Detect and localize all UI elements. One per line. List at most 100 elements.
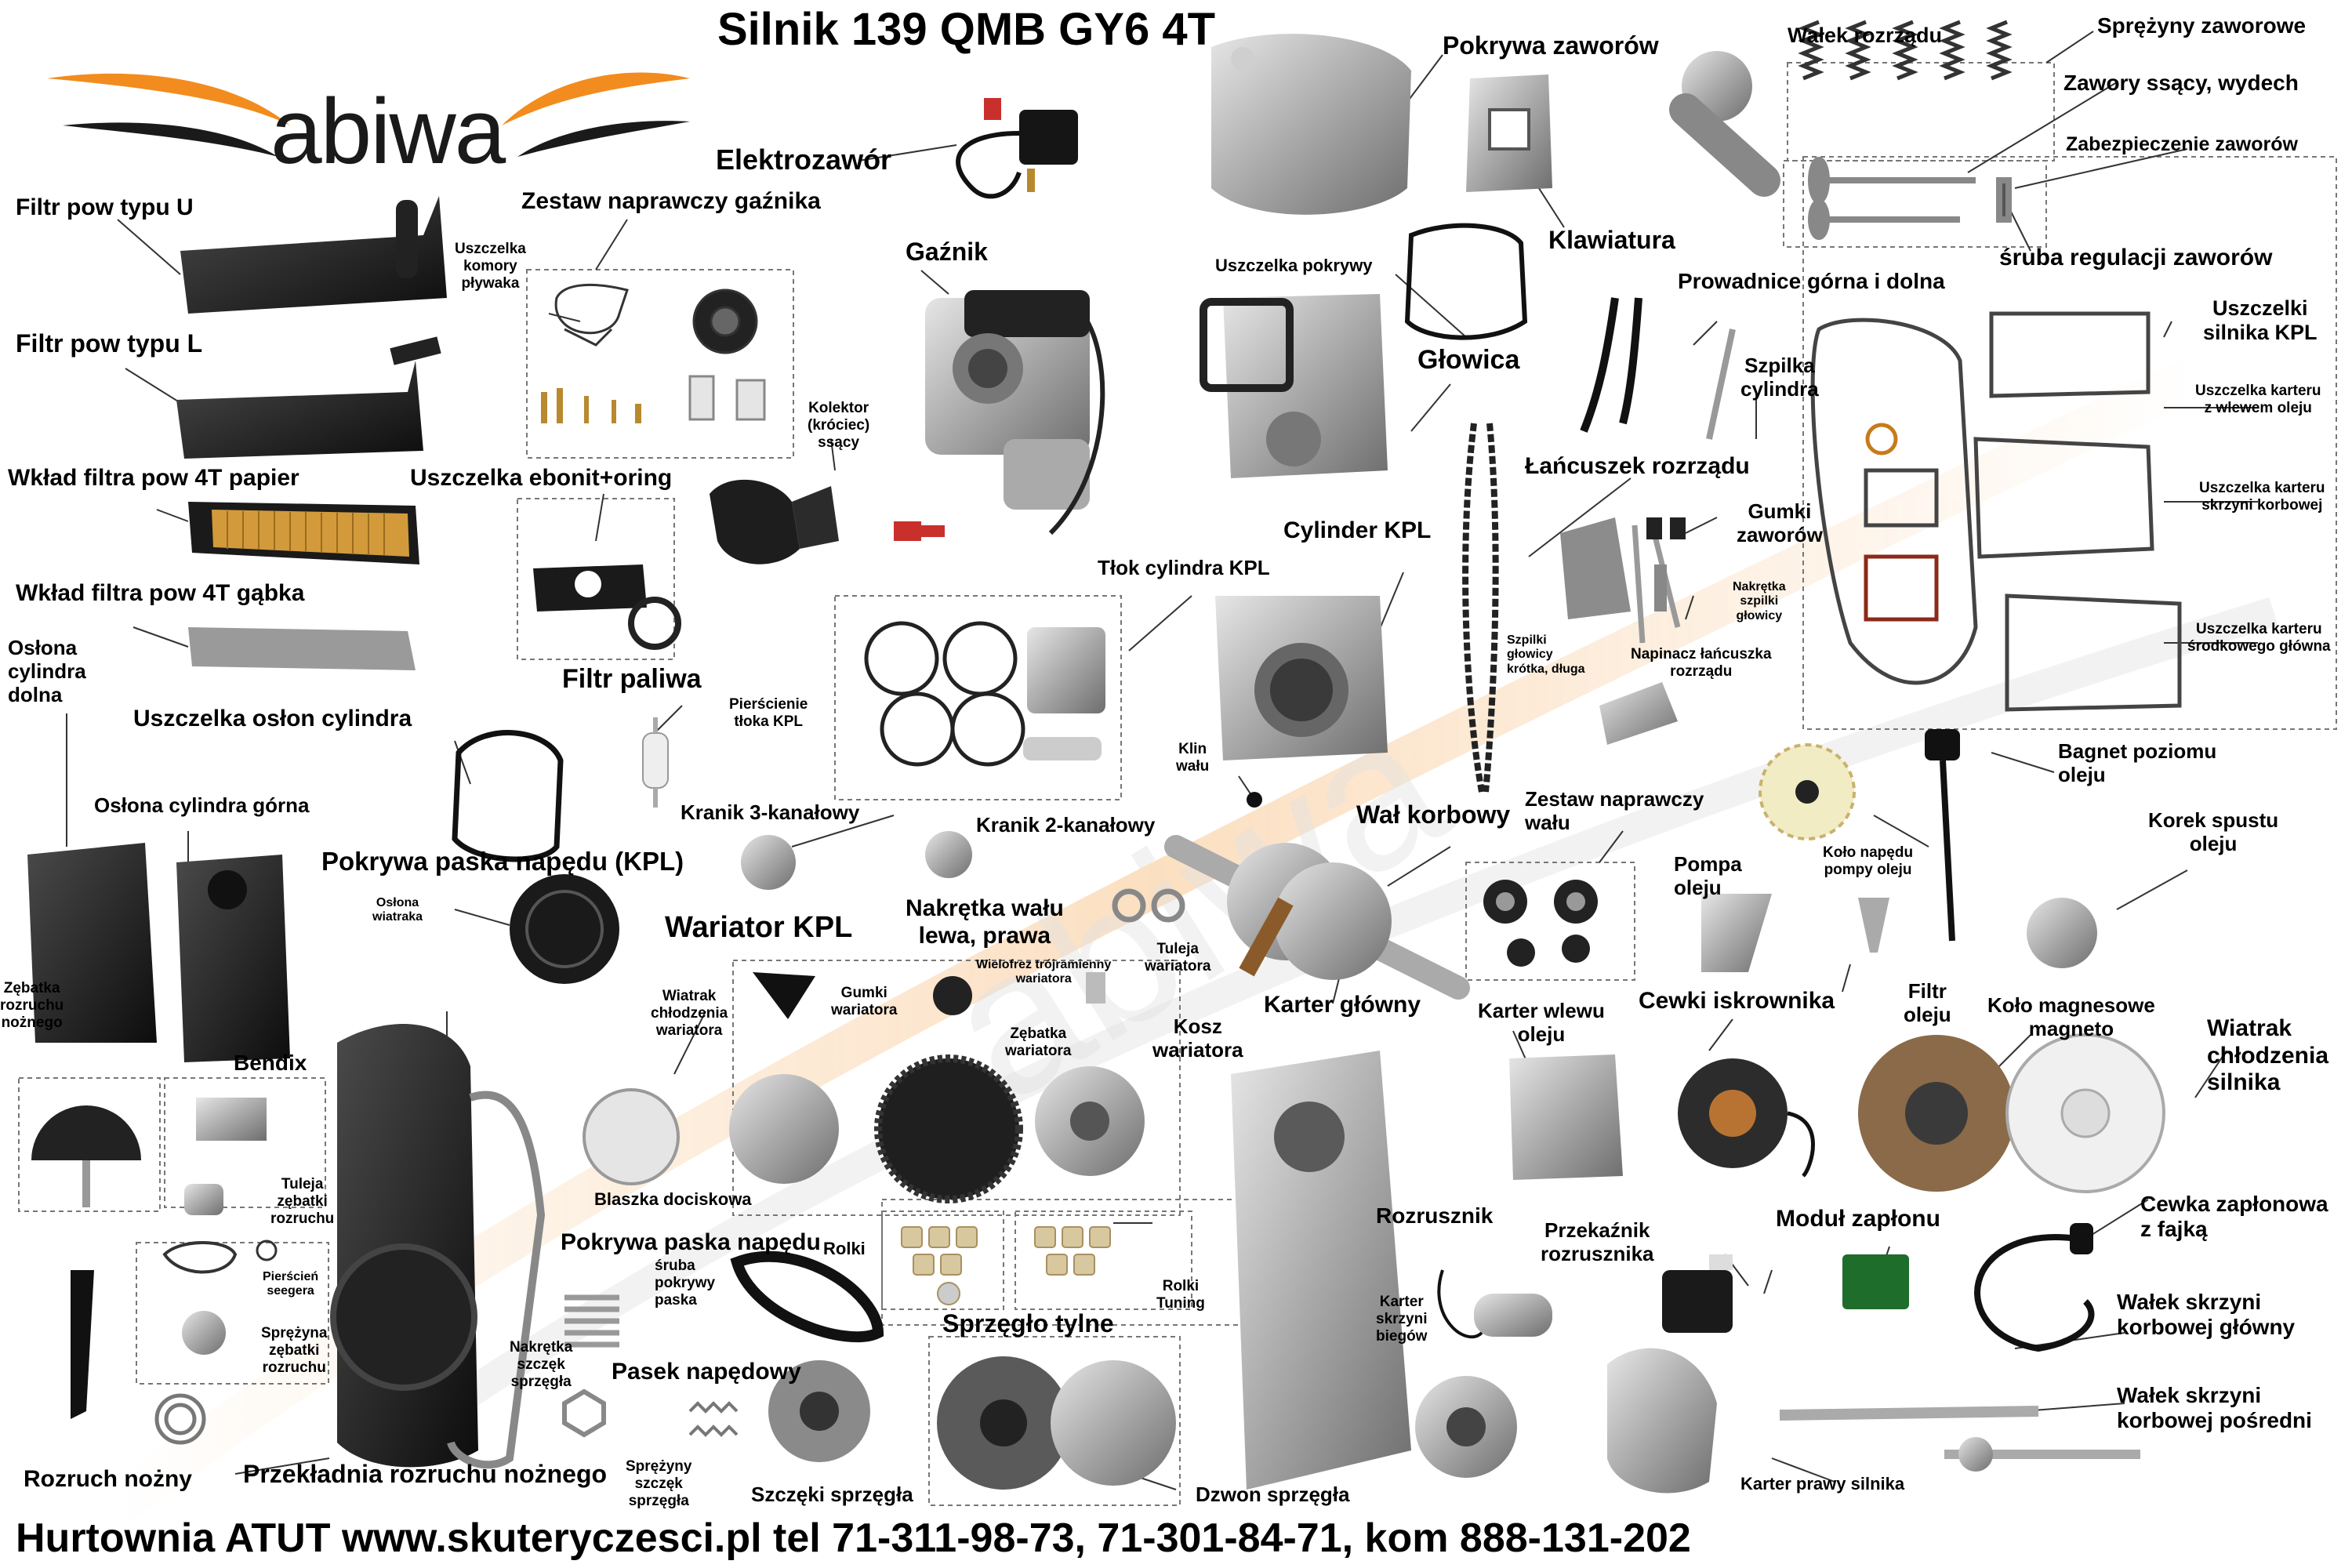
part-dipstick [1925,729,1960,942]
part-clutch-nut [562,1388,606,1438]
part-valve-seals [1646,517,1686,612]
label-napinacz: Napinacz łańcuszka rozrządu [1631,646,1772,680]
label-kolo-magnesowe: Koło magnesowe magneto [1987,993,2155,1040]
label-filtr-u: Filtr pow typu U [16,194,194,220]
label-walek-rozrzadu: Wałek rozrządu [1788,24,1943,47]
part-carb-gasket [533,564,681,650]
part-gearbox-housing [1415,1376,1517,1478]
logo-text: abiwa [270,80,506,183]
part-piston-rings [864,621,1025,767]
part-cylinder-shroud-lower [27,843,157,1043]
label-karter-skrzyni: Karter skrzyni biegów [1376,1294,1428,1345]
label-rozrusznik: Rozrusznik [1376,1203,1494,1228]
label-pierscien: Pierścień seegera [263,1270,319,1298]
label-szczeki: Szczęki sprzęgła [751,1483,913,1506]
part-camshaft [1669,51,1780,197]
label-przekaznik: Przekaźnik rozrusznika [1541,1218,1654,1265]
part-fuel-valve-3 [741,835,796,890]
label-filtr-paliwa: Filtr paliwa [562,664,702,694]
label-kosz: Kosz wariatora [1152,1014,1243,1062]
label-zestaw-walu: Zestaw naprawczy wału [1525,787,1704,834]
part-gearbox-counter-shaft [1944,1437,2140,1472]
part-filter-paper [188,502,419,564]
label-modul: Moduł zapłonu [1776,1206,1940,1232]
part-ignition-coil [1974,1223,2095,1352]
part-valve-cover-gasket [1404,223,1528,340]
label-prowadnice: Prowadnice górna i dolna [1678,269,1945,293]
label-uszczelka-skrzyni: Uszczelka karteru skrzyni korbowej [2199,480,2325,514]
part-drain-plug [2027,898,2097,968]
label-sruba-pokrywy: śruba pokrywy paska [655,1258,716,1308]
part-shaft-nut [1112,888,1185,923]
leader-lines [66,31,2258,1490]
part-electrovalve [956,98,1078,199]
part-rollers [901,1226,1111,1305]
label-lancuszek: Łańcuszek rozrządu [1525,453,1750,479]
label-filtr-l: Filtr pow typu L [16,329,203,358]
part-oil-fill-housing [1509,1054,1623,1180]
part-starter-bushing [184,1184,223,1215]
part-cover-bolts [564,1294,619,1348]
label-karter-wlewu: Karter wlewu oleju [1478,999,1605,1046]
label-klawiatura: Klawiatura [1548,226,1675,254]
label-zestaw-gaznika: Zestaw naprawczy gaźnika [521,188,821,214]
part-oil-pump [1701,894,1772,972]
label-bagnet: Bagnet poziomu oleju [2058,739,2217,786]
part-kick-gear [31,1105,141,1207]
part-crankshaft [1164,792,1470,1000]
label-sprzeglo: Sprzęgło tylne [942,1309,1114,1338]
part-valves [1808,157,2012,240]
label-zebatka-rozruchu: Zębatka rozruchu nożnego [0,980,64,1031]
label-rolki-tuning: Rolki Tuning [1156,1278,1205,1312]
label-szpilki-glowicy: Szpilki głowicy krótka, długa [1507,633,1585,676]
label-cewka-zaplonowa: Cewka zapłonowa z fajką [2140,1192,2328,1242]
label-uszczelka-komory: Uszczelka komory pływaka [455,241,526,292]
part-chain-tensioner [1599,682,1678,745]
label-oslona-dolna: Osłona cylindra dolna [8,636,86,706]
part-stator [1678,1058,1815,1178]
label-walek-posredni: Wałek skrzyni korbowej pośredni [2117,1383,2312,1433]
part-fuel-filter [642,717,669,808]
part-carb-repair-kit [541,284,766,423]
part-cylinder [1215,596,1388,760]
label-oslona-wiatraka: Osłona wiatraka [372,896,423,924]
part-oil-filter [1858,898,1889,953]
label-bendix: Bendix [234,1051,307,1075]
logo-swoosh [47,72,690,157]
label-kolo-pompy: Koło napędu pompy oleju [1823,844,1914,878]
part-cover-gasket [447,1091,546,1469]
label-glowica: Głowica [1417,345,1520,375]
label-nakretka-walu: Nakrętka wału lewa, prawa [906,895,1064,949]
part-variator-kit [583,972,1145,1203]
label-zawory: Zawory ssący, wydech [2063,71,2299,95]
part-engine-gaskets [1810,311,2182,712]
label-nakretka-szpilki: Nakrętka szpilki głowicy [1733,580,1786,622]
label-cewki: Cewki iskrownika [1639,988,1835,1014]
part-kick-gear-assembly [162,1240,278,1355]
part-fan-cover [510,874,619,984]
part-cylinder-shroud-upper [176,855,290,1062]
label-kranik2: Kranik 2-kanałowy [976,813,1156,837]
part-starter-motor [1437,1269,1552,1339]
label-karter-prawy: Karter prawy silnika [1740,1474,1905,1494]
label-sprezyny-szczek: Sprężyny szczęk sprzęgła [626,1458,692,1509]
part-engine-fan [2005,1033,2165,1193]
part-rocker [1466,74,1552,192]
part-cylinder-stud [1706,328,1736,440]
part-drive-belt-cover-kpl [330,1024,478,1468]
part-valve-cover [1211,34,1411,215]
label-uszczelka-pokrywy: Uszczelka pokrywy [1215,256,1373,275]
label-tlok: Tłok cylindra KPL [1098,556,1270,579]
part-piston [1023,627,1105,760]
label-pokrywa-zaworow: Pokrywa zaworów [1443,31,1659,60]
label-sprezyny-zaworowe: Sprężyny zaworowe [2097,13,2307,38]
label-wiatrak-wariatora: Wiatrak chłodzenia wariatora [651,988,728,1039]
label-wklad-gabka: Wkład filtra pow 4T gąbka [16,580,305,606]
label-kranik3: Kranik 3-kanałowy [681,800,860,824]
part-gearbox-main-shaft [1779,1406,2039,1421]
label-klin: Klin wału [1176,741,1210,775]
label-wielofrez: Wielofrez trójramienny wariatora [976,958,1112,986]
part-clutch-shoes [768,1360,870,1462]
label-zabezpieczenie: Zabezpieczenie zaworów [2066,133,2298,155]
